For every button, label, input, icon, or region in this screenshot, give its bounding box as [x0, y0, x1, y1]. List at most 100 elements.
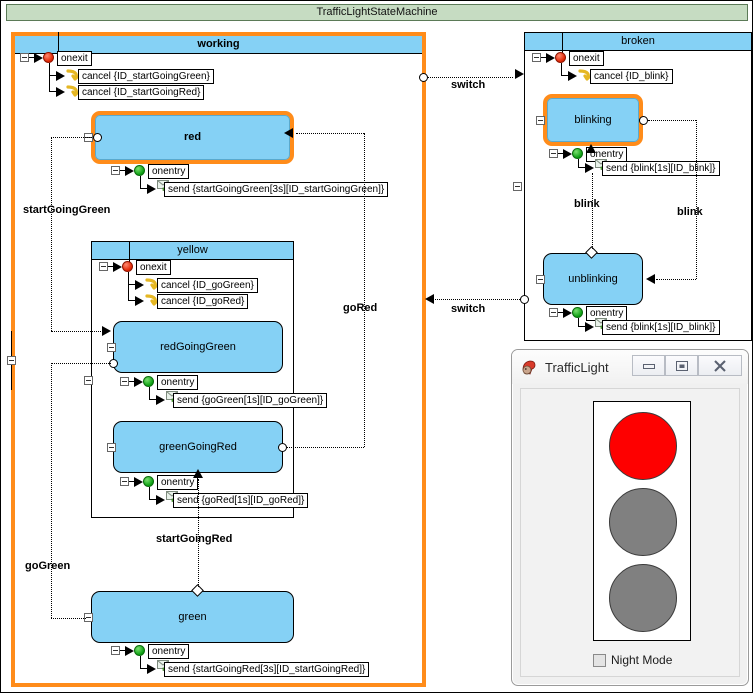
blinking-entry-action-0-arrow: [585, 163, 594, 173]
working-left-stub2: [11, 365, 12, 390]
greenGoingRed-onentry-bullet: [143, 476, 154, 487]
transition-startGoingGreen-seg3: [51, 331, 103, 332]
working-onexit-riser: [58, 32, 59, 57]
state-green[interactable]: green: [91, 591, 294, 643]
red-onentry-bullet: [134, 165, 145, 176]
redGoingGreen-onentry-keyword: onentry: [157, 375, 199, 390]
window-title: TrafficLight: [545, 359, 609, 375]
blinking-collapse-toggle[interactable]: [536, 116, 545, 125]
transition-switch-back-label: switch: [451, 303, 486, 315]
green-onentry-bullet: [134, 645, 145, 656]
broken-onexit-collapse-toggle[interactable]: [532, 53, 541, 62]
transition-startGoingGreen-seg2: [51, 137, 52, 331]
redGoingGreen-entry-action-0-connector: [149, 399, 162, 400]
blinking-onentry-arrow: [563, 149, 572, 159]
unblinking-onentry-collapse-toggle[interactable]: [549, 308, 558, 317]
cancel-icon: [145, 278, 158, 290]
transition-switch-out-line: [428, 77, 513, 78]
broken-exit-action-0-arrow: [568, 71, 577, 81]
blinking-entry-action-0: send {blink[1s][ID_blink]}: [602, 161, 720, 176]
green-entrypoint-toggle[interactable]: [84, 613, 93, 622]
maximize-button[interactable]: [665, 355, 698, 376]
redGoingGreen-entry-action-0: send {goGreen[1s][ID_goGreen]}: [173, 393, 328, 408]
yellow-exit-action-0-connector: [128, 284, 141, 285]
state-greenGoingRed[interactable]: greenGoingRed: [113, 421, 283, 473]
broken-exit-spine: [561, 63, 562, 75]
night-mode-row[interactable]: Night Mode: [593, 653, 672, 667]
redGoingGreen-onentry-collapse-toggle[interactable]: [120, 377, 129, 386]
working-exit-action-0: cancel {ID_startGoingGreen}: [78, 69, 214, 84]
greenGoingRed-entry-action-0-connector: [149, 499, 162, 500]
yellow-exit-spine: [128, 272, 129, 300]
unblinking-incoming-arrow: [646, 274, 655, 284]
transition-goGreen-seg2: [51, 363, 52, 618]
greenGoingRed-entry-action-0: send {goRed[1s][ID_goRed]}: [173, 493, 309, 508]
green-onentry-keyword: onentry: [148, 644, 190, 659]
working-left-collapse-toggle[interactable]: [7, 356, 16, 365]
blinking-onentry-collapse-toggle[interactable]: [549, 149, 558, 158]
working-onexit-bullet: [43, 52, 54, 63]
red-onentry-collapse-toggle[interactable]: [111, 166, 120, 175]
red-exit-connection-point[interactable]: [93, 133, 102, 142]
broken-onexit-keyword: onexit: [569, 51, 604, 66]
unblinking-entry-action-0-connector: [578, 326, 591, 327]
broken-onexit-bullet: [555, 52, 566, 63]
working-exit-point[interactable]: [419, 73, 428, 82]
yellow-onexit-bullet: [122, 261, 133, 272]
window-body: Night Mode: [520, 388, 740, 677]
yellow-exit-action-1-connector: [128, 300, 141, 301]
transition-blink-left-label: blink: [574, 198, 600, 210]
close-icon: [714, 359, 726, 372]
broken-onexit-riser: [562, 32, 563, 57]
transition-goRed-seg3: [296, 133, 364, 134]
transition-switch-back-arrow: [425, 294, 434, 304]
transition-startGoingRed-seg1: [198, 479, 199, 587]
broken-exit-action-0: cancel {ID_blink}: [590, 69, 673, 84]
broken-exit-connection-point[interactable]: [520, 295, 529, 304]
green-onentry-collapse-toggle[interactable]: [111, 646, 120, 655]
broken-incoming-arrow: [515, 69, 524, 79]
blinking-exit-connection-point[interactable]: [639, 116, 648, 125]
greenGoingRed-onentry-keyword: onentry: [157, 475, 199, 490]
traffic-light-window[interactable]: TrafficLight: [511, 349, 749, 686]
unblinking-collapse-toggle[interactable]: [536, 275, 545, 284]
transition-startGoingGreen-seg1: [51, 137, 94, 138]
night-mode-checkbox[interactable]: [593, 653, 606, 667]
state-greenGoingRed-label: greenGoingRed: [159, 440, 237, 453]
broken-left-collapse-toggle[interactable]: [513, 182, 522, 191]
cancel-icon: [66, 69, 79, 81]
redGoingGreen-collapse-toggle[interactable]: [107, 343, 116, 352]
yellow-exit-action-1-arrow: [135, 296, 144, 306]
greenGoingRed-exit-connection-point[interactable]: [278, 443, 287, 452]
state-broken-header: broken: [525, 33, 751, 51]
state-red[interactable]: red: [91, 111, 294, 164]
minimize-button[interactable]: [632, 355, 665, 376]
blinking-incoming-arrow: [586, 144, 596, 153]
transition-goGreen-seg1: [51, 363, 111, 364]
unblinking-entry-action-0: send {blink[1s][ID_blink]}: [602, 320, 720, 335]
working-onexit-collapse-toggle[interactable]: [20, 53, 29, 62]
state-yellow-label: yellow: [177, 244, 208, 256]
transition-blink-left-line: [592, 173, 593, 249]
close-button[interactable]: [698, 355, 742, 376]
transition-blink-right-label: blink: [677, 206, 703, 218]
yellow-lamp[interactable]: [609, 488, 677, 556]
yellow-onexit-collapse-toggle[interactable]: [99, 262, 108, 271]
cancel-icon: [66, 85, 79, 97]
red-entry-spine: [140, 176, 141, 188]
state-yellow-header: yellow: [92, 242, 293, 260]
green-lamp[interactable]: [609, 564, 677, 632]
yellow-left-collapse-toggle[interactable]: [84, 376, 93, 385]
state-blinking[interactable]: blinking: [543, 94, 643, 146]
working-exit-action-1: cancel {ID_startGoingRed}: [78, 85, 205, 100]
state-green-label: green: [178, 610, 207, 623]
red-lamp[interactable]: [609, 412, 677, 480]
blinking-entry-action-0-connector: [578, 167, 591, 168]
state-unblinking[interactable]: unblinking: [543, 253, 643, 305]
greenGoingRed-collapse-toggle[interactable]: [107, 443, 116, 452]
greenGoingRed-onentry-collapse-toggle[interactable]: [120, 477, 129, 486]
state-redGoingGreen[interactable]: redGoingGreen: [113, 321, 283, 373]
window-title-bar[interactable]: TrafficLight: [512, 350, 748, 384]
green-entry-spine: [140, 656, 141, 668]
